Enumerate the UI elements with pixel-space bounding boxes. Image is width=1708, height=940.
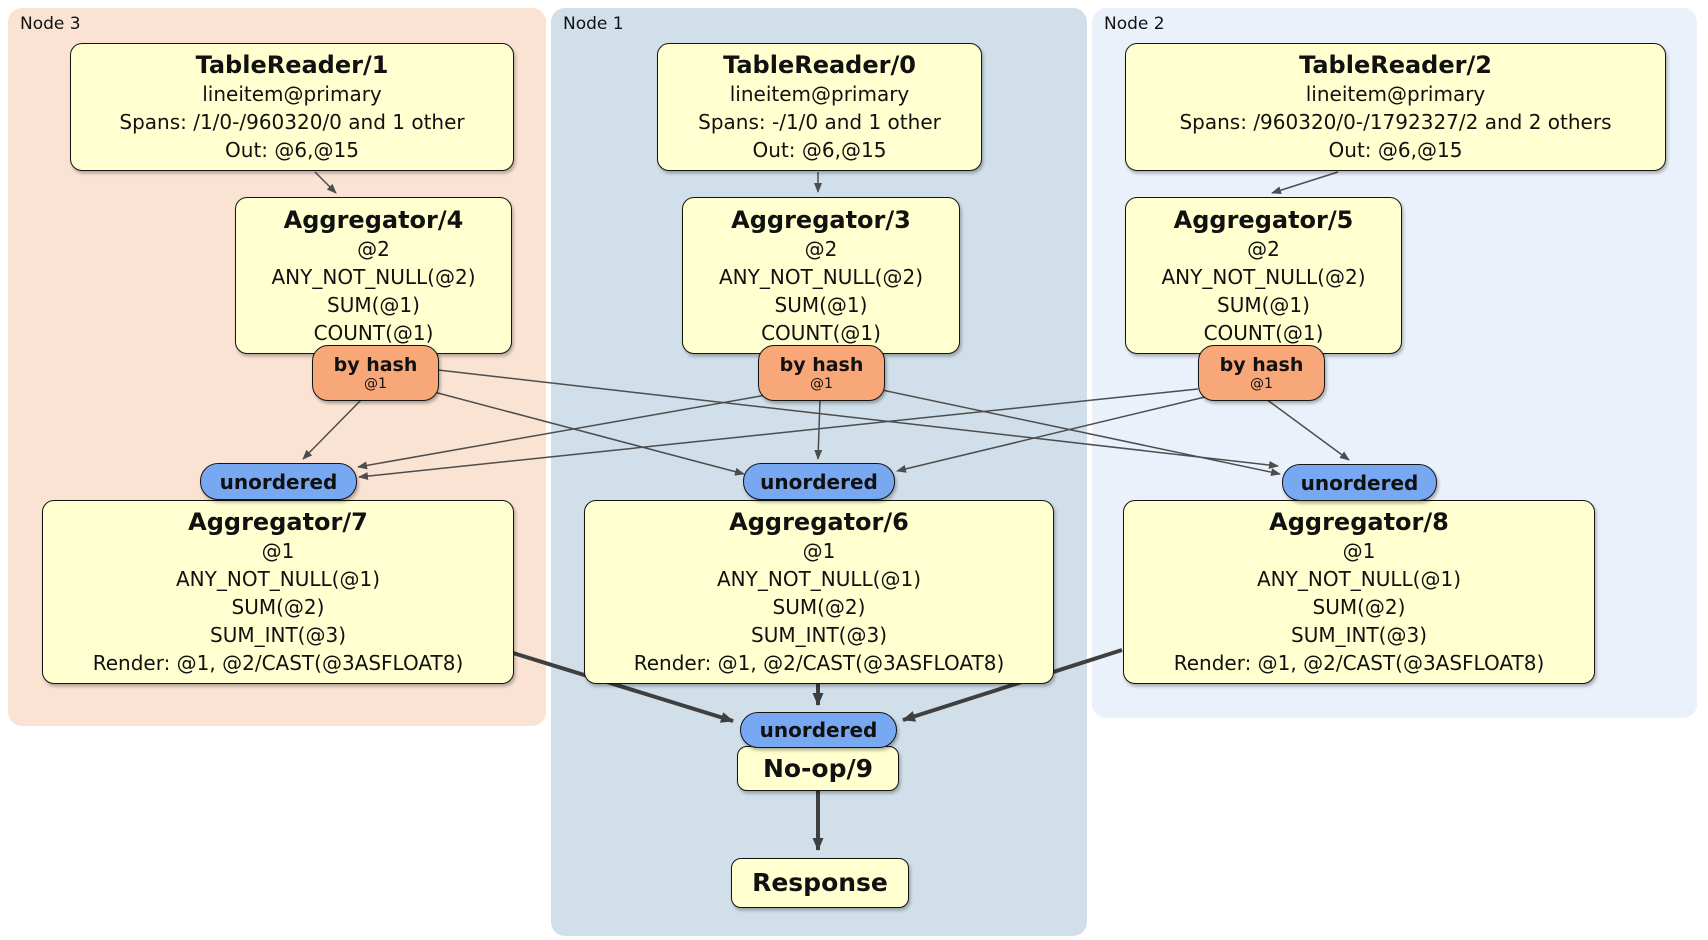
edge-rh2-un3 [358, 388, 1199, 481]
processor-detail: lineitem@primary [729, 82, 910, 106]
processor-title: Aggregator/6 [729, 508, 909, 536]
unordered-sync-final: unordered [740, 712, 897, 748]
processor-detail: ANY_NOT_NULL(@1) [1257, 567, 1461, 591]
processor-title: Aggregator/5 [1173, 205, 1354, 234]
processor-detail: SUM_INT(@3) [1291, 623, 1427, 647]
edge-agg8-unb [902, 648, 1123, 722]
edge-rh1-un3 [357, 393, 773, 470]
processor-title: TableReader/1 [195, 51, 389, 79]
processor-detail: @2 [1247, 236, 1280, 261]
edge-rh2-un1 [896, 396, 1206, 473]
processor-tablereader-1: TableReader/1 lineitem@primary Spans: /1… [70, 43, 514, 171]
processor-detail: ANY_NOT_NULL(@2) [271, 264, 476, 289]
edge-rh3-un1 [433, 391, 745, 476]
edge-tr2-agg5 [1271, 171, 1339, 195]
region-node3-label: Node 3 [20, 14, 81, 34]
processor-detail: @2 [804, 236, 838, 261]
processor-detail: @1 [802, 539, 836, 563]
edge-rh1-un2 [881, 389, 1281, 477]
edge-rh3-un2 [437, 369, 1279, 469]
processor-detail: lineitem@primary [1305, 82, 1486, 106]
processor-detail: COUNT(@1) [313, 320, 434, 345]
processor-title: Aggregator/4 [283, 205, 464, 234]
processor-detail: Render: @1, @2/CAST(@3ASFLOAT8) [92, 651, 464, 675]
hash-router-node2: by hash @1 [1198, 345, 1325, 401]
unordered-sync-node2: unordered [1282, 464, 1437, 501]
processor-detail: Out: @6,@15 [225, 138, 359, 162]
processor-aggregator-3: Aggregator/3 @2 ANY_NOT_NULL(@2) SUM(@1)… [682, 197, 960, 354]
hash-router-node1: by hash @1 [758, 345, 885, 401]
processor-detail: Spans: /960320/0-/1792327/2 and 2 others [1179, 110, 1612, 134]
processor-detail: COUNT(@1) [761, 320, 881, 345]
region-node1-label: Node 1 [563, 14, 624, 34]
unordered-sync-label: unordered [760, 469, 878, 494]
processor-detail: SUM(@1) [1217, 292, 1310, 317]
processor-aggregator-8: Aggregator/8 @1 ANY_NOT_NULL(@1) SUM(@2)… [1123, 500, 1595, 684]
region-node2-label: Node 2 [1104, 14, 1165, 34]
processor-detail: COUNT(@1) [1203, 320, 1324, 345]
response-title: Response [752, 868, 888, 897]
processor-detail: @1 [1342, 539, 1376, 563]
processor-detail: @1 [261, 539, 295, 563]
response-box: Response [731, 858, 909, 908]
processor-detail: ANY_NOT_NULL(@1) [176, 567, 380, 591]
processor-detail: SUM_INT(@3) [751, 623, 887, 647]
processor-detail: @2 [357, 236, 390, 261]
processor-aggregator-6: Aggregator/6 @1 ANY_NOT_NULL(@1) SUM(@2)… [584, 500, 1054, 684]
processor-noop-9: No-op/9 [737, 746, 899, 791]
processor-detail: Render: @1, @2/CAST(@3ASFLOAT8) [633, 651, 1005, 675]
unordered-sync-label: unordered [1300, 470, 1419, 495]
processor-detail: SUM_INT(@3) [210, 623, 346, 647]
processor-detail: Out: @6,@15 [752, 138, 887, 162]
processor-title: No-op/9 [762, 753, 874, 783]
unordered-sync-label: unordered [219, 469, 338, 494]
processor-aggregator-4: Aggregator/4 @2 ANY_NOT_NULL(@2) SUM(@1)… [235, 197, 512, 354]
processor-detail: ANY_NOT_NULL(@2) [1161, 264, 1366, 289]
processor-detail: Spans: -/1/0 and 1 other [698, 110, 941, 134]
unordered-sync-label: unordered [759, 718, 878, 742]
processor-detail: SUM(@1) [327, 292, 420, 317]
processor-title: Aggregator/8 [1269, 508, 1449, 536]
hash-router-detail: @1 [1250, 375, 1273, 392]
processor-detail: ANY_NOT_NULL(@1) [717, 567, 921, 591]
processor-detail: ANY_NOT_NULL(@2) [719, 264, 923, 289]
processor-detail: Spans: /1/0-/960320/0 and 1 other [119, 110, 465, 134]
processor-detail: Out: @6,@15 [1328, 138, 1463, 162]
edge-rh2-un2 [1265, 398, 1350, 461]
processor-detail: Render: @1, @2/CAST(@3ASFLOAT8) [1173, 651, 1545, 675]
edge-rh3-un3 [302, 398, 363, 460]
processor-title: TableReader/2 [1299, 51, 1492, 79]
unordered-sync-node3: unordered [200, 463, 357, 500]
edge-agg7-unb [512, 651, 734, 723]
edge-tr1-agg4 [314, 171, 337, 194]
hash-router-detail: @1 [364, 375, 387, 392]
processor-detail: SUM(@2) [231, 595, 325, 619]
hash-router-label: by hash [333, 353, 418, 376]
hash-router-node3: by hash @1 [312, 345, 439, 401]
hash-router-label: by hash [779, 353, 864, 376]
processor-tablereader-2: TableReader/2 lineitem@primary Spans: /9… [1125, 43, 1666, 171]
unordered-sync-node1: unordered [743, 463, 895, 500]
processor-aggregator-7: Aggregator/7 @1 ANY_NOT_NULL(@1) SUM(@2)… [42, 500, 514, 684]
processor-title: TableReader/0 [723, 51, 916, 79]
hash-router-detail: @1 [810, 375, 833, 392]
processor-title: Aggregator/3 [731, 205, 911, 234]
processor-tablereader-0: TableReader/0 lineitem@primary Spans: -/… [657, 43, 982, 171]
processor-title: Aggregator/7 [188, 508, 368, 536]
processor-detail: SUM(@2) [772, 595, 866, 619]
processor-detail: SUM(@2) [1312, 595, 1406, 619]
processor-detail: lineitem@primary [202, 82, 382, 106]
processor-aggregator-5: Aggregator/5 @2 ANY_NOT_NULL(@2) SUM(@1)… [1125, 197, 1402, 354]
hash-router-label: by hash [1219, 353, 1304, 376]
processor-detail: SUM(@1) [774, 292, 868, 317]
